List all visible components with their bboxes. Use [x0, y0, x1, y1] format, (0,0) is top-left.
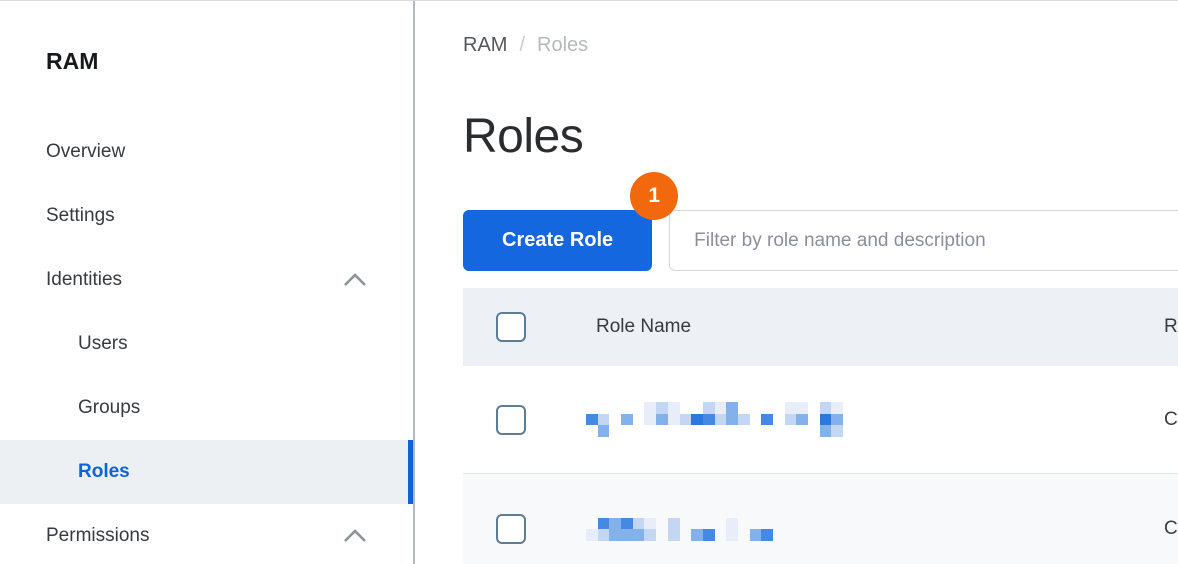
main-content: RAM / Roles Roles Create Role 1 Role Nam…: [417, 1, 1178, 564]
breadcrumb: RAM / Roles: [463, 34, 1178, 57]
row-checkbox[interactable]: [496, 514, 526, 544]
breadcrumb-ram-link[interactable]: RAM: [463, 34, 508, 56]
app-title: RAM: [46, 48, 99, 74]
role-name-redacted-link[interactable]: [586, 402, 844, 437]
sidebar-item-groups[interactable]: Groups: [0, 376, 413, 440]
sidebar-item-label: Identities: [46, 269, 123, 290]
sidebar-item-label: Users: [78, 333, 128, 354]
roles-table: Role Name R C C: [463, 288, 1178, 564]
table-row: C: [463, 366, 1178, 474]
chevron-up-icon[interactable]: [343, 529, 367, 543]
breadcrumb-separator: /: [519, 34, 526, 56]
create-role-button-label: Create Role: [502, 229, 614, 251]
table-row: C: [463, 474, 1178, 564]
sidebar-item-overview[interactable]: Overview: [0, 120, 413, 184]
toolbar: Create Role 1: [463, 172, 1178, 271]
row-cell-clipped: C: [1164, 408, 1178, 430]
sidebar-nav: Overview Settings Identities Users Group…: [0, 120, 413, 564]
sidebar-item-identities[interactable]: Identities: [0, 248, 413, 312]
column-header-clipped: R: [1164, 316, 1178, 337]
annotation-badge-1: 1: [630, 172, 679, 220]
select-all-checkbox[interactable]: [496, 312, 526, 342]
sidebar-item-label: Groups: [78, 397, 141, 418]
sidebar-item-label: Settings: [46, 205, 115, 226]
sidebar-item-settings[interactable]: Settings: [0, 184, 413, 248]
column-header-role-name: Role Name: [596, 316, 692, 337]
sidebar-item-label: Overview: [46, 141, 126, 162]
breadcrumb-current: Roles: [537, 34, 589, 56]
sidebar: RAM Overview Settings Identities Users G…: [0, 1, 415, 564]
sidebar-item-label: Roles: [78, 461, 130, 482]
chevron-up-icon[interactable]: [343, 273, 367, 287]
row-cell-clipped: C: [1164, 518, 1178, 539]
sidebar-item-permissions[interactable]: Permissions: [0, 504, 413, 564]
create-role-button[interactable]: Create Role 1: [463, 172, 679, 271]
filter-input[interactable]: [669, 210, 1178, 271]
page-title: Roles: [463, 110, 584, 163]
sidebar-item-users[interactable]: Users: [0, 312, 413, 376]
table-header-row: Role Name R: [463, 288, 1178, 366]
role-name-redacted-link[interactable]: [586, 517, 773, 541]
row-checkbox[interactable]: [496, 404, 526, 435]
sidebar-item-label: Permissions: [46, 525, 150, 546]
sidebar-item-roles[interactable]: Roles: [0, 440, 413, 504]
